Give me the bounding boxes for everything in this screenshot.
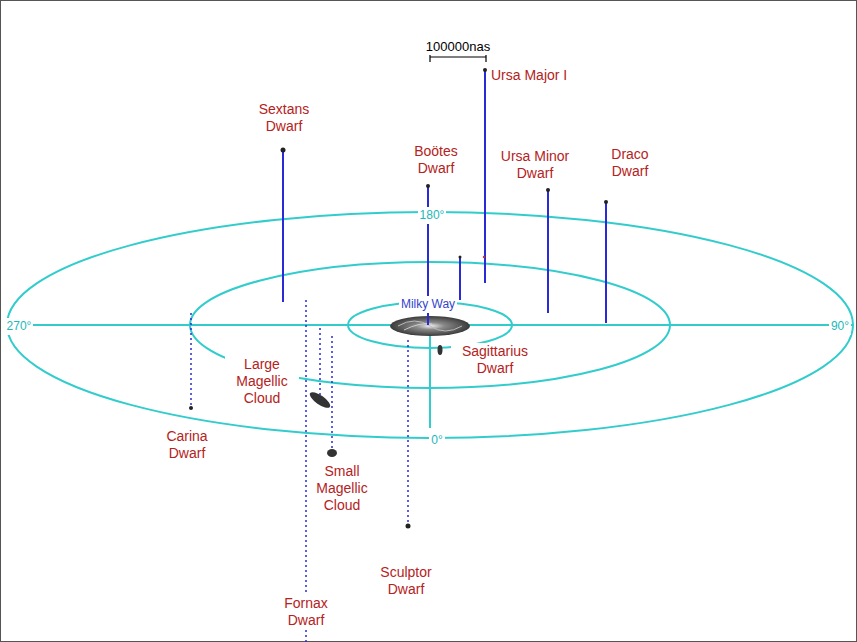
galaxy-label: Draco Dwarf [602, 146, 658, 180]
angle-label: 270° [5, 318, 34, 335]
galaxy-label: Sextans Dwarf [253, 101, 315, 135]
galaxy-label: Large Magellic Cloud [225, 356, 299, 407]
galaxy-label: Carina Dwarf [156, 428, 218, 462]
height-stems [283, 70, 606, 325]
galaxy-label: Ursa Major I [489, 67, 569, 84]
axis-line [429, 325, 431, 428]
galaxy-title: Milky Way [399, 296, 457, 313]
milky-way [390, 316, 470, 336]
galaxy-label: Sagittarius Dwarf [451, 343, 539, 377]
angle-label: 90° [829, 318, 851, 335]
galaxy-dots [189, 68, 608, 642]
scale-label: 100000nas [424, 38, 492, 55]
galaxy-label: Small Magellic Cloud [307, 463, 377, 514]
galaxy-label: Boötes Dwarf [406, 143, 466, 177]
galaxy-label: Sculptor Dwarf [370, 564, 442, 598]
galaxy-label: Fornax Dwarf [277, 595, 335, 629]
angle-label: 0° [429, 432, 444, 449]
orbit-ring [7, 212, 853, 438]
galaxy-clouds [308, 345, 443, 457]
galaxy-label: Ursa Minor Dwarf [493, 148, 577, 182]
angle-label: 180° [418, 207, 447, 224]
